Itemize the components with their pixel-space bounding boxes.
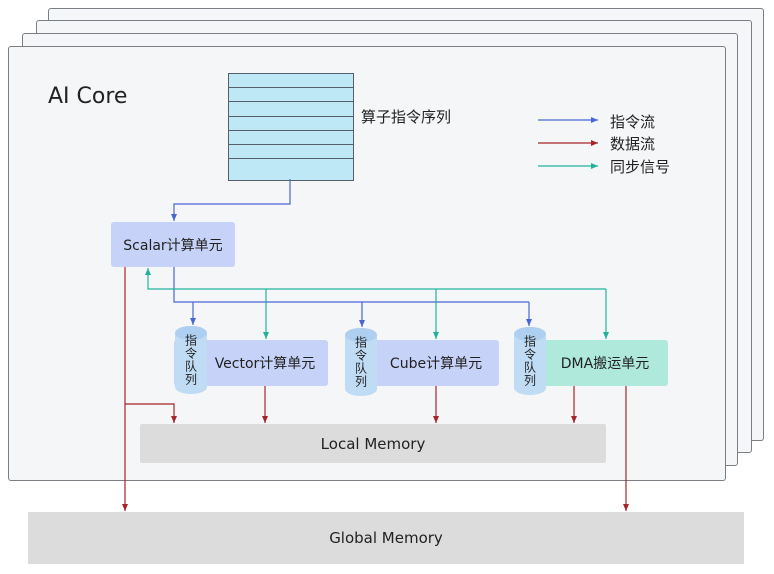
queue-row: [229, 88, 353, 103]
dma-queue-label: 指令队列: [522, 335, 537, 387]
global-memory-label: Global Memory: [329, 529, 443, 547]
scalar-unit-label: Scalar计算单元: [123, 237, 223, 254]
local-memory-label: Local Memory: [320, 434, 426, 453]
dma-instruction-queue: 指令队列: [514, 327, 546, 395]
scalar-unit: Scalar计算单元: [111, 222, 235, 267]
legend-label-instruction: 指令流: [610, 113, 656, 131]
queue-row: [229, 131, 353, 145]
sync-bus: [145, 268, 606, 290]
dma-unit-label: DMA搬运单元: [560, 356, 650, 372]
cube-unit-label: Cube计算单元: [389, 356, 483, 372]
cube-instruction-queue: 指令队列: [345, 328, 377, 396]
queue-row: [229, 102, 353, 117]
ai-core-title: AI Core: [48, 84, 128, 109]
local-memory: Local Memory: [140, 424, 606, 463]
queue-row: [229, 117, 353, 131]
cube-queue-label: 指令队列: [353, 336, 368, 388]
vector-unit-label: Vector计算单元: [214, 356, 316, 372]
queue-row: [229, 74, 353, 89]
legend-label-sync: 同步信号: [610, 158, 671, 176]
instruction-sequence-queue: [228, 73, 354, 181]
global-memory: Global Memory: [28, 512, 744, 564]
queue-row: [229, 145, 353, 160]
data-arrow-scalar-to-local: [125, 403, 177, 423]
instruction-sequence-label: 算子指令序列: [361, 108, 452, 126]
vector-queue-label: 指令队列: [183, 334, 198, 386]
legend-label-data: 数据流: [610, 135, 656, 153]
instruction-arrow-queue-to-scalar: [171, 179, 291, 221]
instruction-bus: [173, 267, 529, 303]
vector-instruction-queue: 指令队列: [175, 326, 207, 394]
